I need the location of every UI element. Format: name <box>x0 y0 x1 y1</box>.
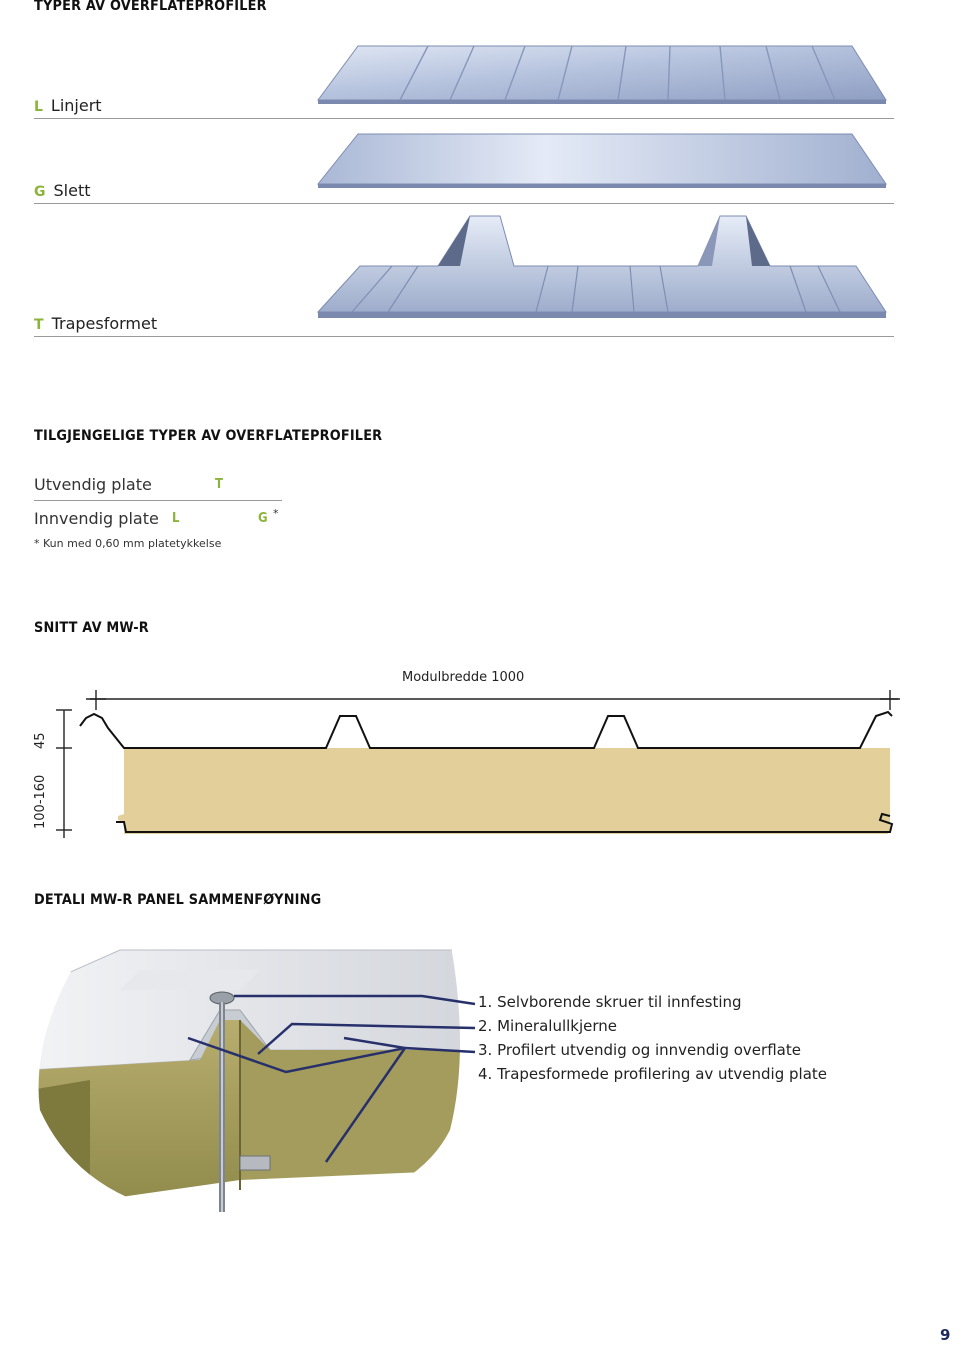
profile-row-trapesformet: T Trapesformet <box>34 314 157 333</box>
table-divider <box>34 500 282 501</box>
joint-detail-illustration <box>38 940 476 1220</box>
detail-item: 1. Selvborende skruer til innfesting <box>478 993 742 1011</box>
detail-legend: 1. Selvborende skruer til innfesting 2. … <box>478 990 827 1086</box>
module-width-label: Modulbredde 1000 <box>402 670 525 685</box>
height-dimension <box>56 709 72 838</box>
thickness-footnote: * Kun med 0,60 mm platetykkelse <box>34 537 222 550</box>
divider <box>34 118 894 119</box>
section-title: SNITT AV MW-R <box>34 620 149 636</box>
divider <box>34 203 894 204</box>
detail-item: 3. Profilert utvendig og innvendig overf… <box>478 1041 801 1059</box>
detail-item: 4. Trapesformede profilering av utvendig… <box>478 1065 827 1083</box>
inner-plate-asterisk: * <box>273 507 279 520</box>
profile-code: G <box>34 184 46 200</box>
panel-top-sheet <box>79 710 893 749</box>
profile-row-linjert: L Linjert <box>34 96 102 115</box>
profile-label: Trapesformet <box>51 314 158 333</box>
dim-total-label: 100-160 <box>33 774 48 829</box>
profile-row-slett: G Slett <box>34 181 91 200</box>
panel-bottom-sheet <box>116 812 894 833</box>
callout-lines <box>187 994 476 1163</box>
divider <box>34 336 894 337</box>
dim-rib-label: 45 <box>33 732 48 749</box>
profile-illustrations <box>316 45 887 318</box>
detail-item: 2. Mineralullkjerne <box>478 1017 618 1035</box>
inner-plate-code-2: G <box>258 511 268 526</box>
profiles-title: TYPER AV OVERFLATEPROFILER <box>34 0 267 14</box>
detail-title: DETALI MW-R PANEL SAMMENFØYNING <box>34 892 322 908</box>
plate-linjert <box>317 45 887 104</box>
profile-label: Slett <box>53 181 91 200</box>
outer-plate-code: T <box>215 477 223 492</box>
panel-cross-section <box>56 690 900 838</box>
profile-label: Linjert <box>50 96 102 115</box>
plate-slett <box>316 133 887 188</box>
profile-code: T <box>34 317 44 333</box>
plate-trapesformet <box>316 215 887 318</box>
profile-code: L <box>34 99 43 115</box>
outer-plate-label: Utvendig plate <box>34 475 152 494</box>
available-title: TILGJENGELIGE TYPER AV OVERFLATEPROFILER <box>34 428 383 444</box>
inner-plate-label: Innvendig plate <box>34 509 159 528</box>
panel-core <box>118 748 890 834</box>
inner-plate-code-1: L <box>172 511 180 526</box>
module-width-dimension <box>86 690 900 710</box>
page-number: 9 <box>940 1326 951 1344</box>
screw <box>209 991 271 1212</box>
